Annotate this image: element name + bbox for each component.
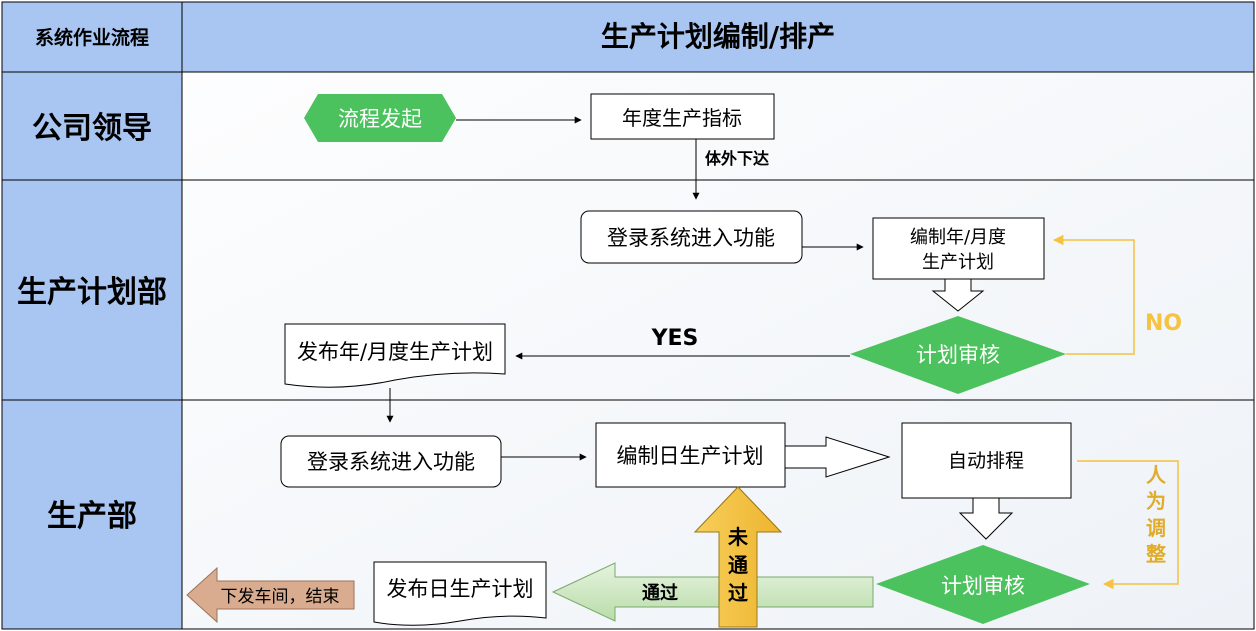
- publish-daily-label: 发布日生产计划: [387, 577, 534, 601]
- manual-adjust-line: [1077, 460, 1179, 590]
- passed-left-arrow: [551, 562, 874, 622]
- header-left-cell: [1, 1, 183, 73]
- header-title-cell: [181, 1, 1255, 73]
- login-box-planning: [580, 210, 803, 264]
- header-title: 生产计划编制/排产: [601, 20, 835, 53]
- passed-label: 通过: [642, 582, 678, 604]
- annual-target-label: 年度生产指标: [622, 106, 742, 130]
- no-loop-line: [1052, 234, 1135, 355]
- rejected-overlay-char-1: 未: [728, 525, 748, 549]
- review-plan-label: 计划审核: [916, 343, 1000, 367]
- publish-plan-label: 发布年/月度生产计划: [297, 340, 493, 364]
- login-label-production: 登录系统进入功能: [307, 450, 475, 474]
- yes-label: YES: [651, 326, 699, 351]
- header-left-label: 系统作业流程: [35, 26, 149, 49]
- lane-label-cell-planning: [1, 179, 183, 401]
- publish-plan-document: [284, 323, 506, 388]
- manual-adjust-char-3: 调: [1146, 516, 1166, 540]
- end-label: 下发车间，结束: [221, 587, 340, 607]
- rejected-up-arrow-overlay: [693, 486, 783, 628]
- login-label-planning: 登录系统进入功能: [607, 226, 775, 250]
- block-arrow-right-daily: [784, 436, 891, 478]
- compile-plan-label-line1: 编制年/月度: [910, 227, 1006, 248]
- rejected-overlay-char-2: 通: [728, 553, 748, 577]
- compile-daily-box: [595, 422, 786, 488]
- start-terminal-label: 流程发起: [338, 107, 422, 131]
- lane-label-production: 生产部: [47, 499, 137, 534]
- manual-adjust-char-2: 为: [1146, 489, 1166, 513]
- compile-daily-label: 编制日生产计划: [617, 444, 764, 468]
- manual-adjust-char-1: 人: [1146, 463, 1167, 487]
- auto-schedule-label: 自动排程: [948, 450, 1024, 472]
- review-daily-diamond: [876, 545, 1090, 624]
- review-plan-diamond: [850, 316, 1066, 394]
- lane-label-cell-leadership: [1, 71, 183, 181]
- lane-label-planning: 生产计划部: [17, 275, 167, 310]
- publish-daily-document: [373, 561, 547, 626]
- review-daily-label: 计划审核: [941, 574, 1025, 598]
- block-arrow-down-compile: [931, 278, 985, 312]
- lane-area-production: [181, 399, 1255, 630]
- annual-target-box: [590, 93, 775, 140]
- lane-label-leadership: 公司领导: [32, 111, 152, 146]
- start-terminal: [304, 94, 456, 142]
- deliver-offline-label: 体外下达: [705, 149, 769, 168]
- lane-label-cell-production: [1, 399, 183, 630]
- compile-plan-label-line2: 生产计划: [922, 252, 994, 273]
- end-left-arrow: [186, 566, 355, 624]
- manual-adjust-char-4: 整: [1145, 542, 1166, 566]
- rejected-overlay-char-3: 过: [728, 581, 748, 605]
- no-label: NO: [1145, 311, 1182, 336]
- login-box-production: [280, 435, 502, 488]
- block-arrow-down-schedule: [958, 497, 1014, 540]
